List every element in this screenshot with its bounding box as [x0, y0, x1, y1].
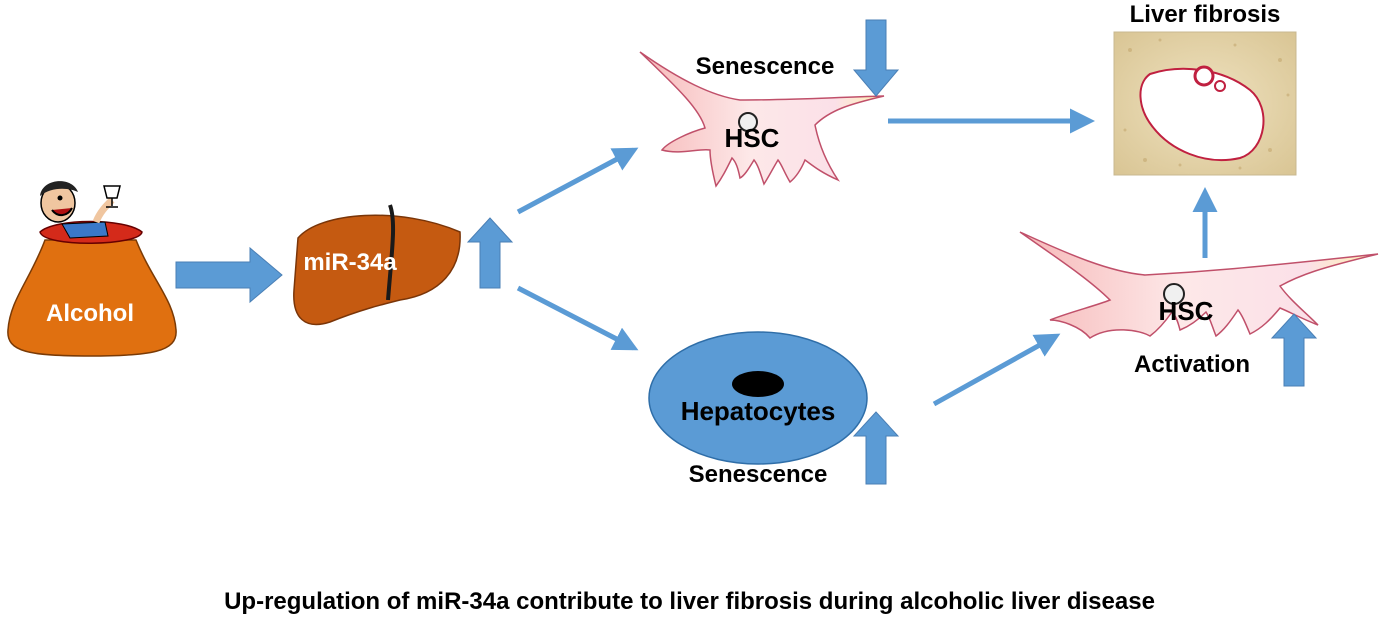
hepatocyte-senescence-up-arrow — [852, 411, 900, 485]
hsc-right-node: HSC Activation — [1019, 231, 1379, 378]
hsc-right-label: HSC — [1159, 296, 1214, 326]
liver-fibrosis-title: Liver fibrosis — [1130, 1, 1281, 28]
vessel-lumen — [1139, 67, 1265, 162]
liver-shape — [293, 214, 461, 326]
hepatocytes-node: Hepatocytes Senescence — [648, 331, 868, 488]
hsc-top-label: HSC — [725, 123, 780, 153]
hsc-activation-up-arrow — [1270, 313, 1318, 387]
hsc-right-cell-shape — [1019, 231, 1379, 339]
pathway-diagram: Alcohol miR-34a HSC Senescence Liver fib… — [7, 1, 1379, 488]
hsc-top-cell-shape — [639, 51, 885, 188]
hsc-top-nucleus — [738, 112, 758, 132]
arrow-hepatocytes-to-hsc — [932, 333, 1061, 407]
hepatocytes-label: Hepatocytes — [681, 396, 836, 426]
hepatocyte-nucleus — [732, 371, 784, 397]
mir34a-up-arrow — [466, 217, 514, 289]
alcohol-node: Alcohol — [7, 181, 177, 357]
arrow-mir34a-to-hsc — [516, 147, 639, 215]
mir34a-node: miR-34a — [293, 204, 461, 326]
hsc-top-node: HSC Senescence — [639, 51, 885, 188]
senescence-bottom-label: Senescence — [689, 461, 828, 488]
senescence-top-label: Senescence — [696, 53, 835, 80]
hepatocyte-cell-shape — [648, 331, 868, 465]
arrow-mir34a-to-hepatocytes — [516, 285, 639, 351]
activation-label: Activation — [1134, 351, 1250, 378]
hsc-top-senescence-down-arrow — [852, 19, 900, 97]
alcohol-label: Alcohol — [46, 300, 134, 327]
arrow-alcohol-to-mir34a — [175, 246, 283, 304]
hsc-right-nucleus — [1163, 283, 1185, 305]
figure-caption: Up-regulation of miR-34a contribute to l… — [224, 588, 1155, 615]
liver-fibrosis-node: Liver fibrosis — [1113, 1, 1297, 176]
drinking-man-icon — [40, 181, 121, 239]
mir34a-label: miR-34a — [303, 249, 397, 276]
small-vessel — [1193, 65, 1215, 87]
alcohol-bag-shape — [7, 239, 177, 357]
